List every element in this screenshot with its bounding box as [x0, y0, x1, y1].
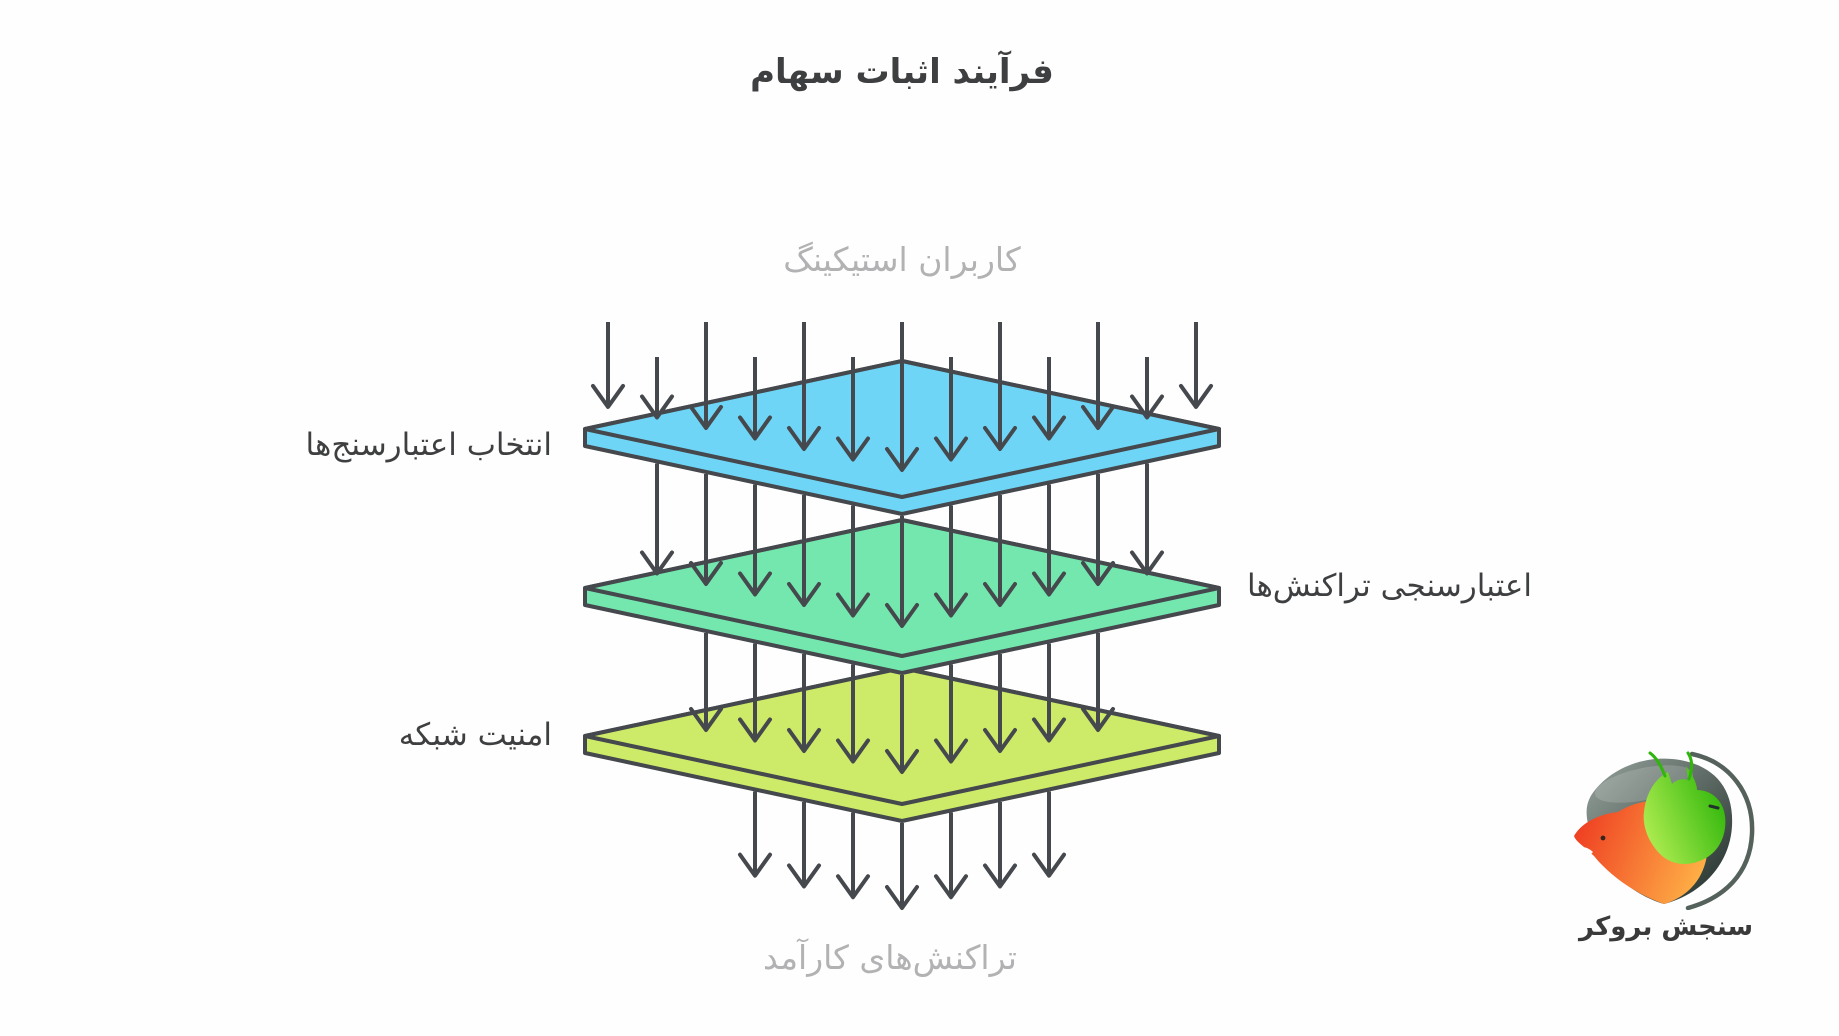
- flow-arrow: [836, 664, 870, 764]
- flow-arrow: [640, 463, 674, 576]
- flow-arrow-row-1: [640, 463, 1164, 628]
- flow-arrow: [983, 494, 1017, 607]
- flow-arrow: [738, 357, 772, 441]
- logo-bear-eye: [1600, 835, 1606, 841]
- output-label-efficient-transactions: تراکنش‌های کارآمد: [763, 938, 1017, 977]
- flow-arrow: [640, 357, 674, 420]
- input-label-staking-users: کاربران استیکینگ: [783, 240, 1021, 279]
- flow-arrow: [738, 484, 772, 597]
- flow-arrow: [885, 322, 919, 472]
- flow-arrow: [689, 632, 723, 732]
- logo-bull-horn-left: [1648, 751, 1667, 778]
- flow-arrow: [1032, 357, 1066, 441]
- flow-arrow: [885, 823, 919, 910]
- flow-arrow: [689, 473, 723, 586]
- flow-arrow: [1081, 473, 1115, 586]
- logo-bull-eye: [1708, 804, 1720, 810]
- flow-arrow: [1032, 791, 1066, 878]
- flow-arrow: [1130, 357, 1164, 420]
- flow-arrow: [934, 505, 968, 618]
- brand-logo: [1572, 751, 1755, 910]
- page-title: فرآیند اثبات سهام: [750, 52, 1054, 92]
- flow-arrow: [591, 322, 625, 409]
- flow-arrow: [1130, 463, 1164, 576]
- flow-arrow-row-0: [591, 322, 1213, 472]
- layer-label-validator-selection: انتخاب اعتبارسنج‌ها: [305, 427, 552, 463]
- flow-arrow: [1179, 322, 1213, 409]
- flow-arrow: [787, 494, 821, 607]
- flow-arrow: [787, 322, 821, 451]
- flow-arrow: [934, 812, 968, 900]
- flow-arrow: [836, 812, 870, 900]
- flow-arrow: [934, 357, 968, 462]
- flow-arrow: [787, 653, 821, 753]
- flow-arrow-row-2: [689, 632, 1115, 774]
- flow-arrow-row-3: [738, 791, 1066, 910]
- flow-arrow: [836, 357, 870, 462]
- flow-arrow: [836, 505, 870, 618]
- logo-bull-horn-right: [1686, 751, 1693, 781]
- flow-arrow: [738, 791, 772, 878]
- flow-arrow: [885, 675, 919, 774]
- flow-arrow: [1032, 643, 1066, 743]
- flow-arrow: [689, 322, 723, 430]
- brand-caption: سنجش بروکر: [1578, 912, 1754, 942]
- logo-bear-mouth: [1572, 846, 1593, 862]
- flow-arrow: [1032, 484, 1066, 597]
- flow-arrow: [983, 653, 1017, 753]
- flow-arrow: [934, 664, 968, 764]
- flow-arrow: [1081, 632, 1115, 732]
- flow-arrow: [1081, 322, 1115, 430]
- flow-arrow: [983, 322, 1017, 451]
- logo-bull-icon: [1643, 766, 1726, 864]
- flow-arrow: [885, 516, 919, 628]
- flow-arrow: [787, 801, 821, 889]
- flow-arrow: [738, 643, 772, 743]
- logo-swoosh: [1685, 751, 1755, 910]
- layer-label-transaction-validation: اعتبارسنجی تراکنش‌ها: [1247, 568, 1533, 604]
- layer-label-network-security: امنیت شبکه: [398, 717, 552, 753]
- flow-arrow: [983, 801, 1017, 889]
